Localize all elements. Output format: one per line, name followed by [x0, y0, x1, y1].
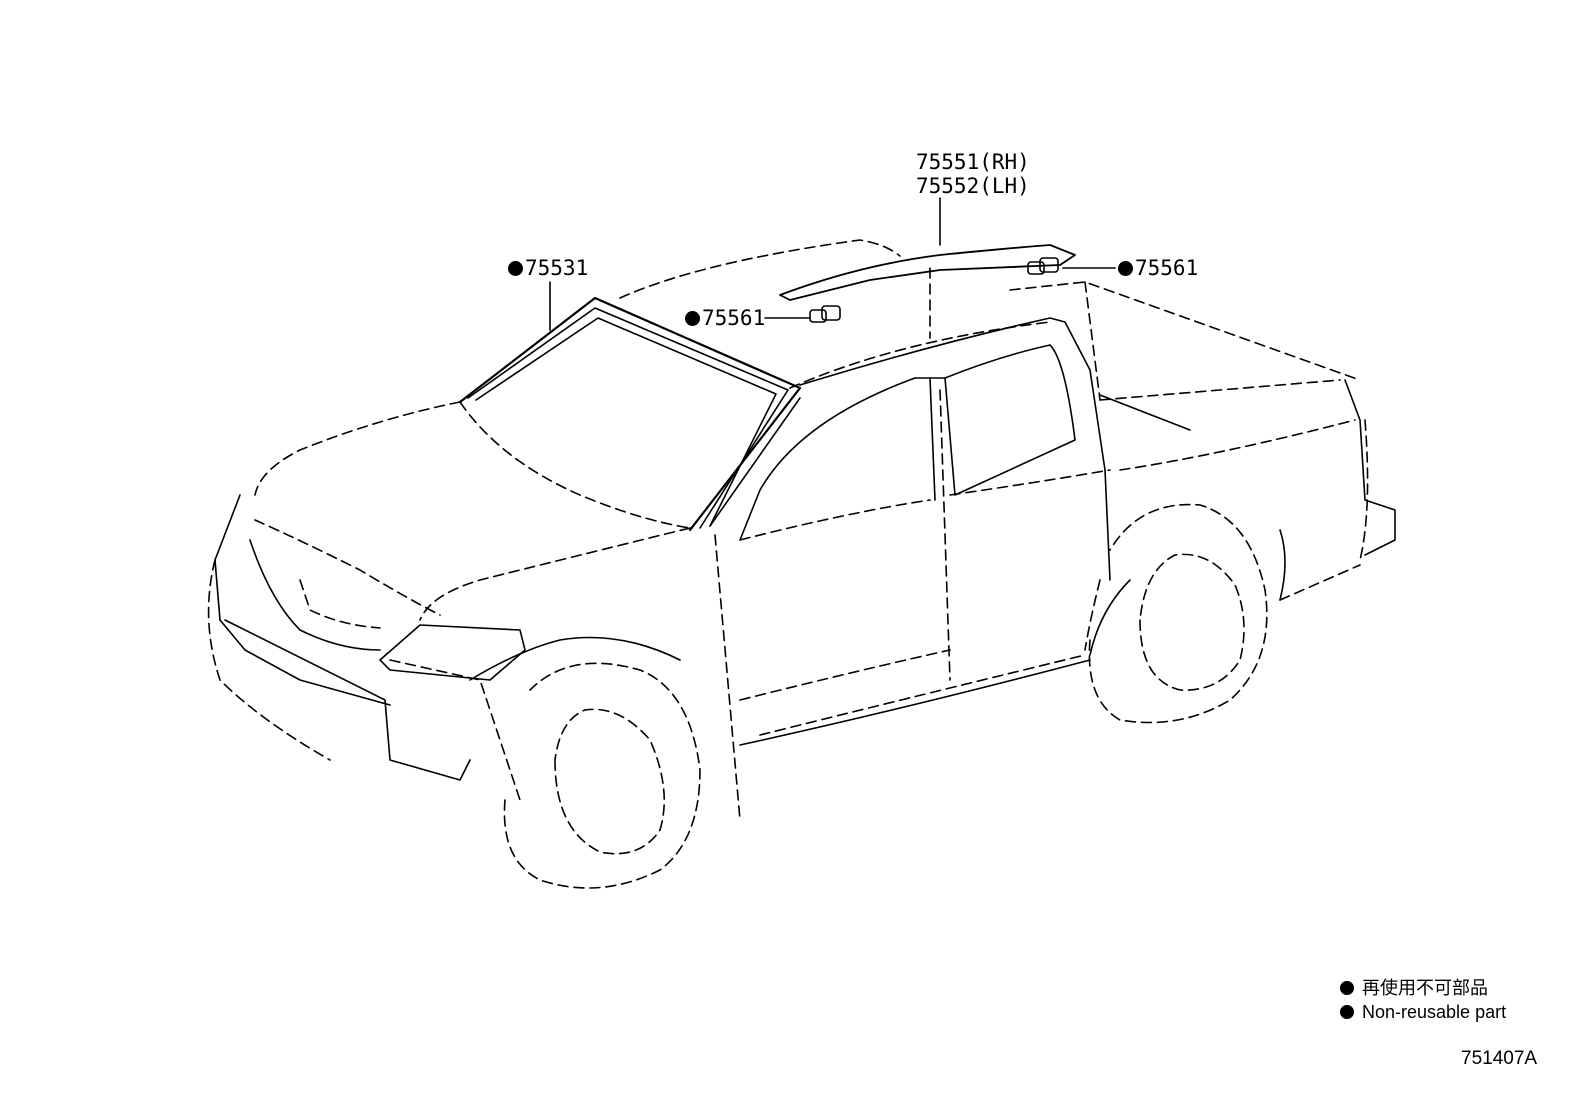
non-reusable-bullet-icon [1340, 1005, 1354, 1019]
callout-windshield-moulding: 75531 [508, 256, 588, 280]
non-reusable-bullet-icon [685, 311, 700, 326]
hidden-outline-lines [207, 239, 1369, 889]
solid-outline-lines [214, 197, 1396, 781]
non-reusable-bullet-icon [508, 261, 523, 276]
figure-number: 751407A [1461, 1048, 1538, 1069]
callout-roof-moulding-rh: 75551(RH) [916, 150, 1030, 174]
clip-right-icon [1027, 257, 1059, 275]
callout-roof-moulding-lh: 75552(LH) [916, 174, 1030, 198]
non-reusable-bullet-icon [1118, 261, 1133, 276]
callout-clip-left: 75561 [685, 306, 765, 330]
legend-english: Non-reusable part [1340, 1000, 1506, 1024]
non-reusable-bullet-icon [1340, 981, 1354, 995]
legend-japanese: 再使用不可部品 [1340, 976, 1488, 1000]
clip-left-icon [809, 305, 841, 323]
callout-clip-right: 75561 [1118, 256, 1198, 280]
